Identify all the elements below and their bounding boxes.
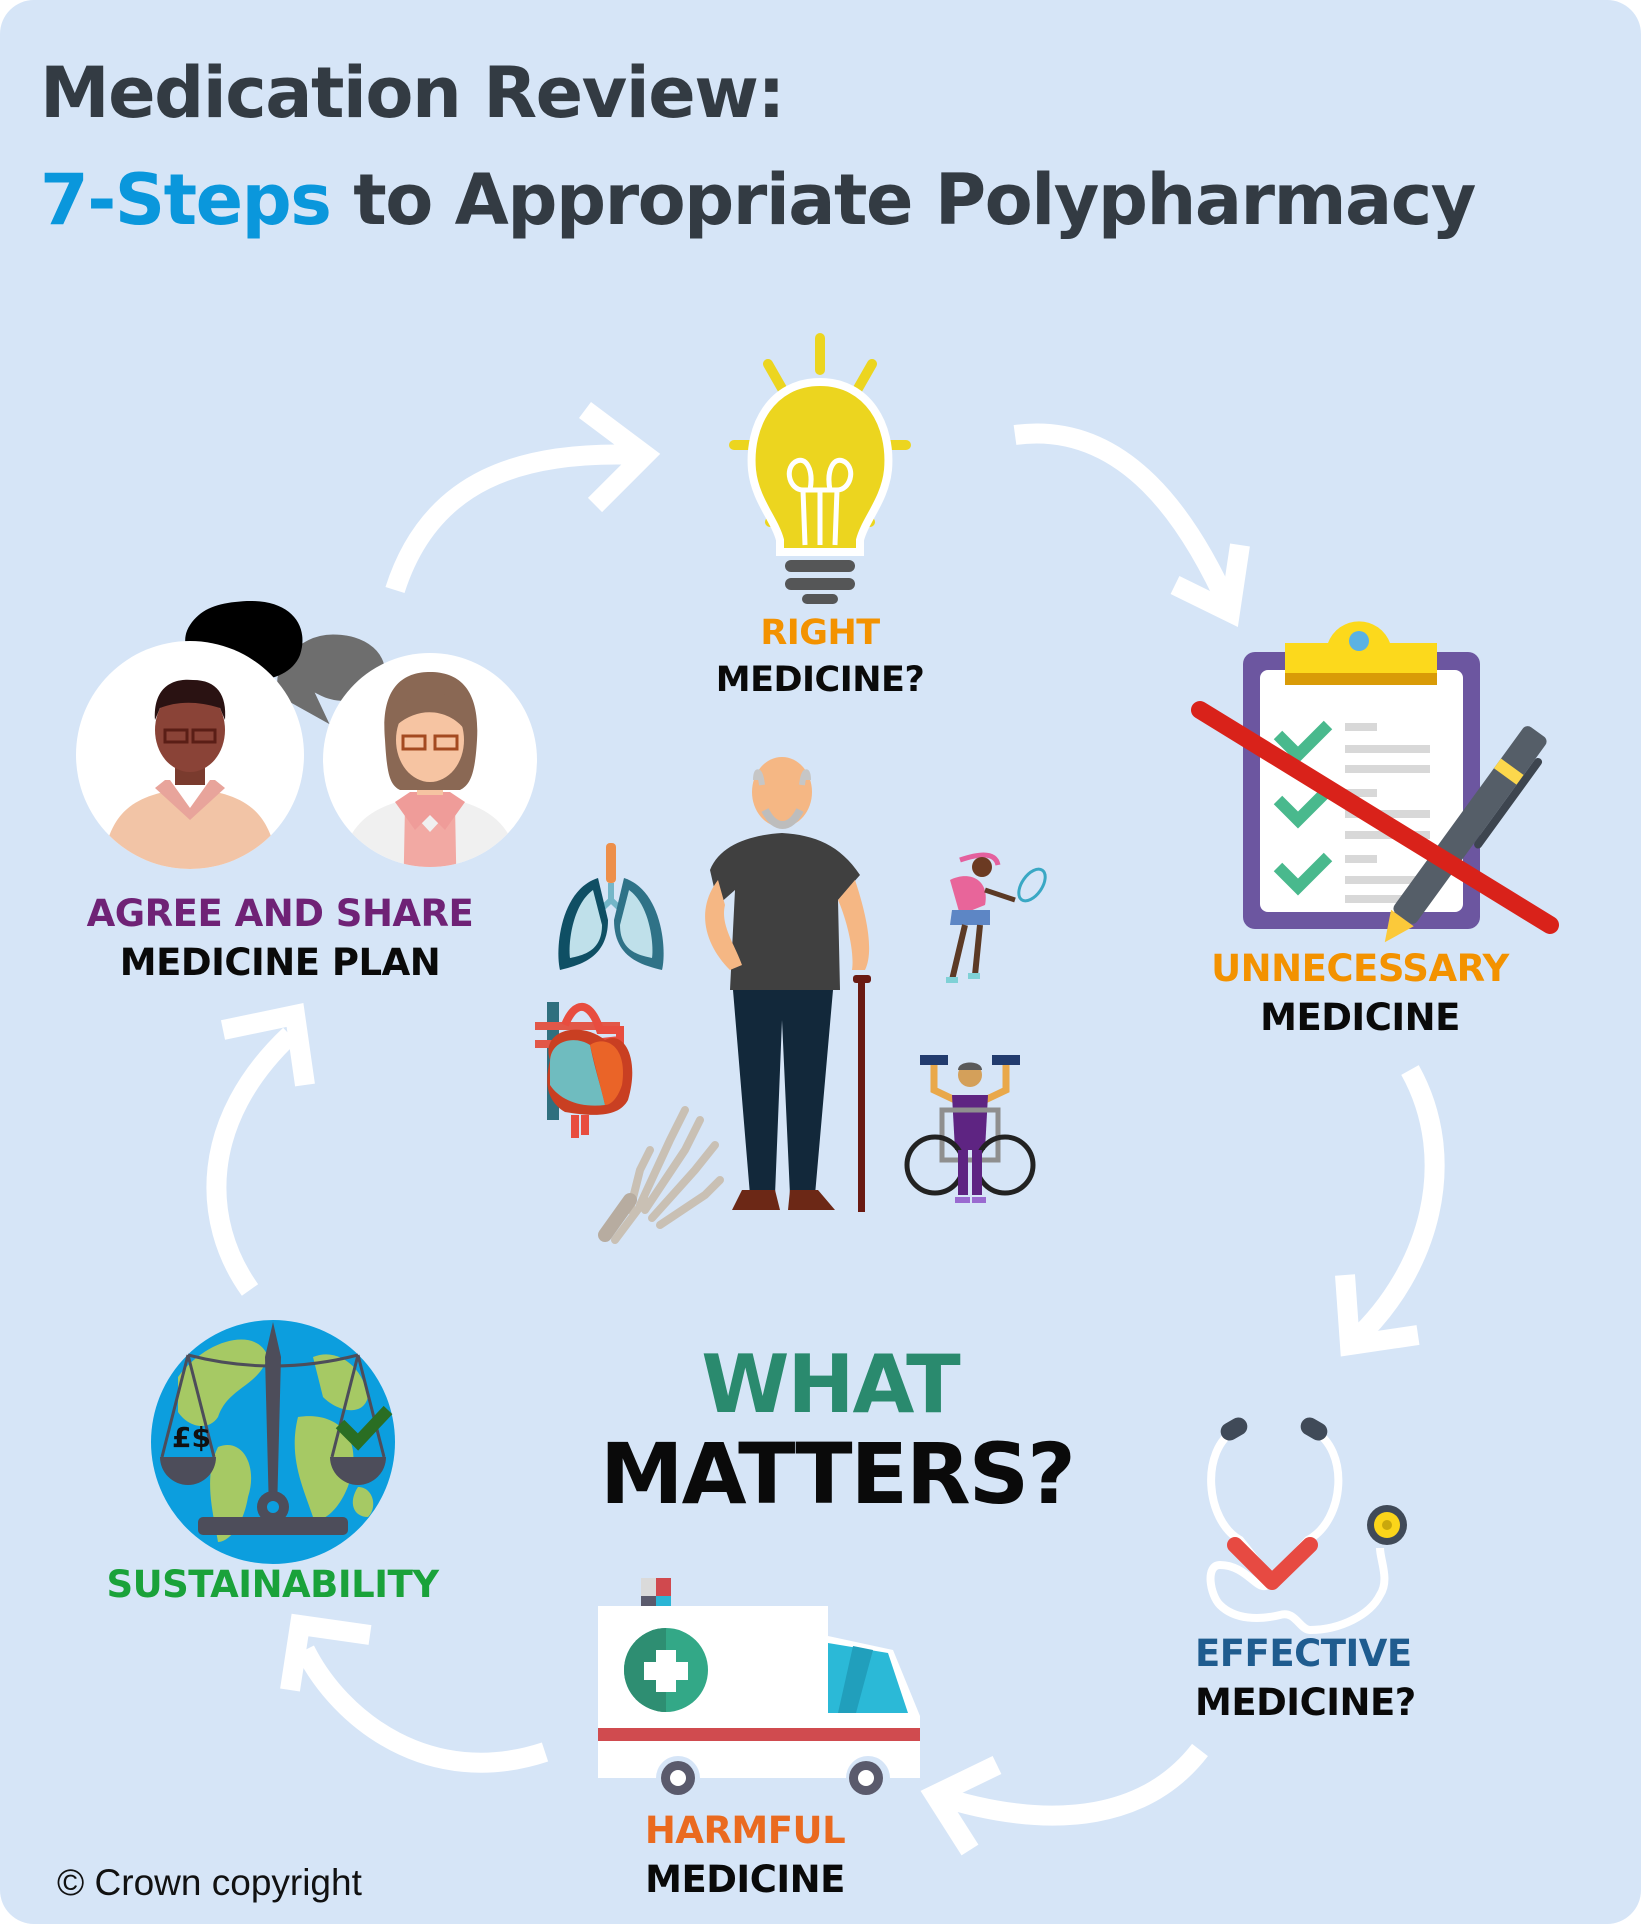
step-unnecessary-label: UNNECESSARY MEDICINE xyxy=(1211,947,1509,1039)
center-illustrations xyxy=(535,757,1047,1244)
arrow-sustainability-to-agree xyxy=(206,1027,297,1296)
crossed-clipboard-icon xyxy=(1191,621,1559,943)
elderly-man-icon xyxy=(705,757,871,1212)
step-effective-label: EFFECTIVE MEDICINE? xyxy=(1195,1632,1416,1724)
arrow-harmful-to-sustainability xyxy=(296,1645,549,1773)
tennis-player-icon xyxy=(946,852,1047,983)
title-rest: to Appropriate Polypharmacy xyxy=(330,159,1476,241)
patient-clinician-conversation-icon xyxy=(76,600,537,869)
lightbulb-icon xyxy=(729,333,911,604)
step-agree-label: AGREE AND SHARE MEDICINE PLAN xyxy=(86,892,474,984)
arrow-effective-to-harmful xyxy=(931,1743,1208,1826)
currency-symbols: £$ xyxy=(172,1421,211,1454)
arrow-right-to-unnecessary xyxy=(1013,423,1240,615)
arrow-unnecessary-to-effective xyxy=(1348,1065,1445,1348)
step-right-label: RIGHT MEDICINE? xyxy=(715,613,925,700)
copyright-notice: © Crown copyright xyxy=(57,1862,362,1903)
arrow-agree-to-right xyxy=(385,444,641,594)
title-line-2: 7-Steps to Appropriate Polypharmacy xyxy=(40,165,1476,235)
center-what: WHAT xyxy=(701,1338,960,1431)
hand-skeleton-icon xyxy=(598,1106,724,1244)
title-accent: 7-Steps xyxy=(40,159,332,241)
ambulance-icon xyxy=(598,1578,920,1800)
heart-icon xyxy=(535,1002,633,1138)
globe-scales-icon: £$ xyxy=(151,1320,395,1564)
stethoscope-icon xyxy=(1206,1417,1407,1635)
title-line-1: Medication Review: xyxy=(40,52,785,134)
step-sustainability-label: SUSTAINABILITY xyxy=(106,1563,439,1606)
step-harmful-label: HARMFUL MEDICINE xyxy=(644,1809,846,1901)
lungs-icon xyxy=(558,843,664,970)
center-matters: MATTERS? xyxy=(600,1425,1076,1523)
wheelchair-weightlifter-icon xyxy=(904,1055,1036,1203)
